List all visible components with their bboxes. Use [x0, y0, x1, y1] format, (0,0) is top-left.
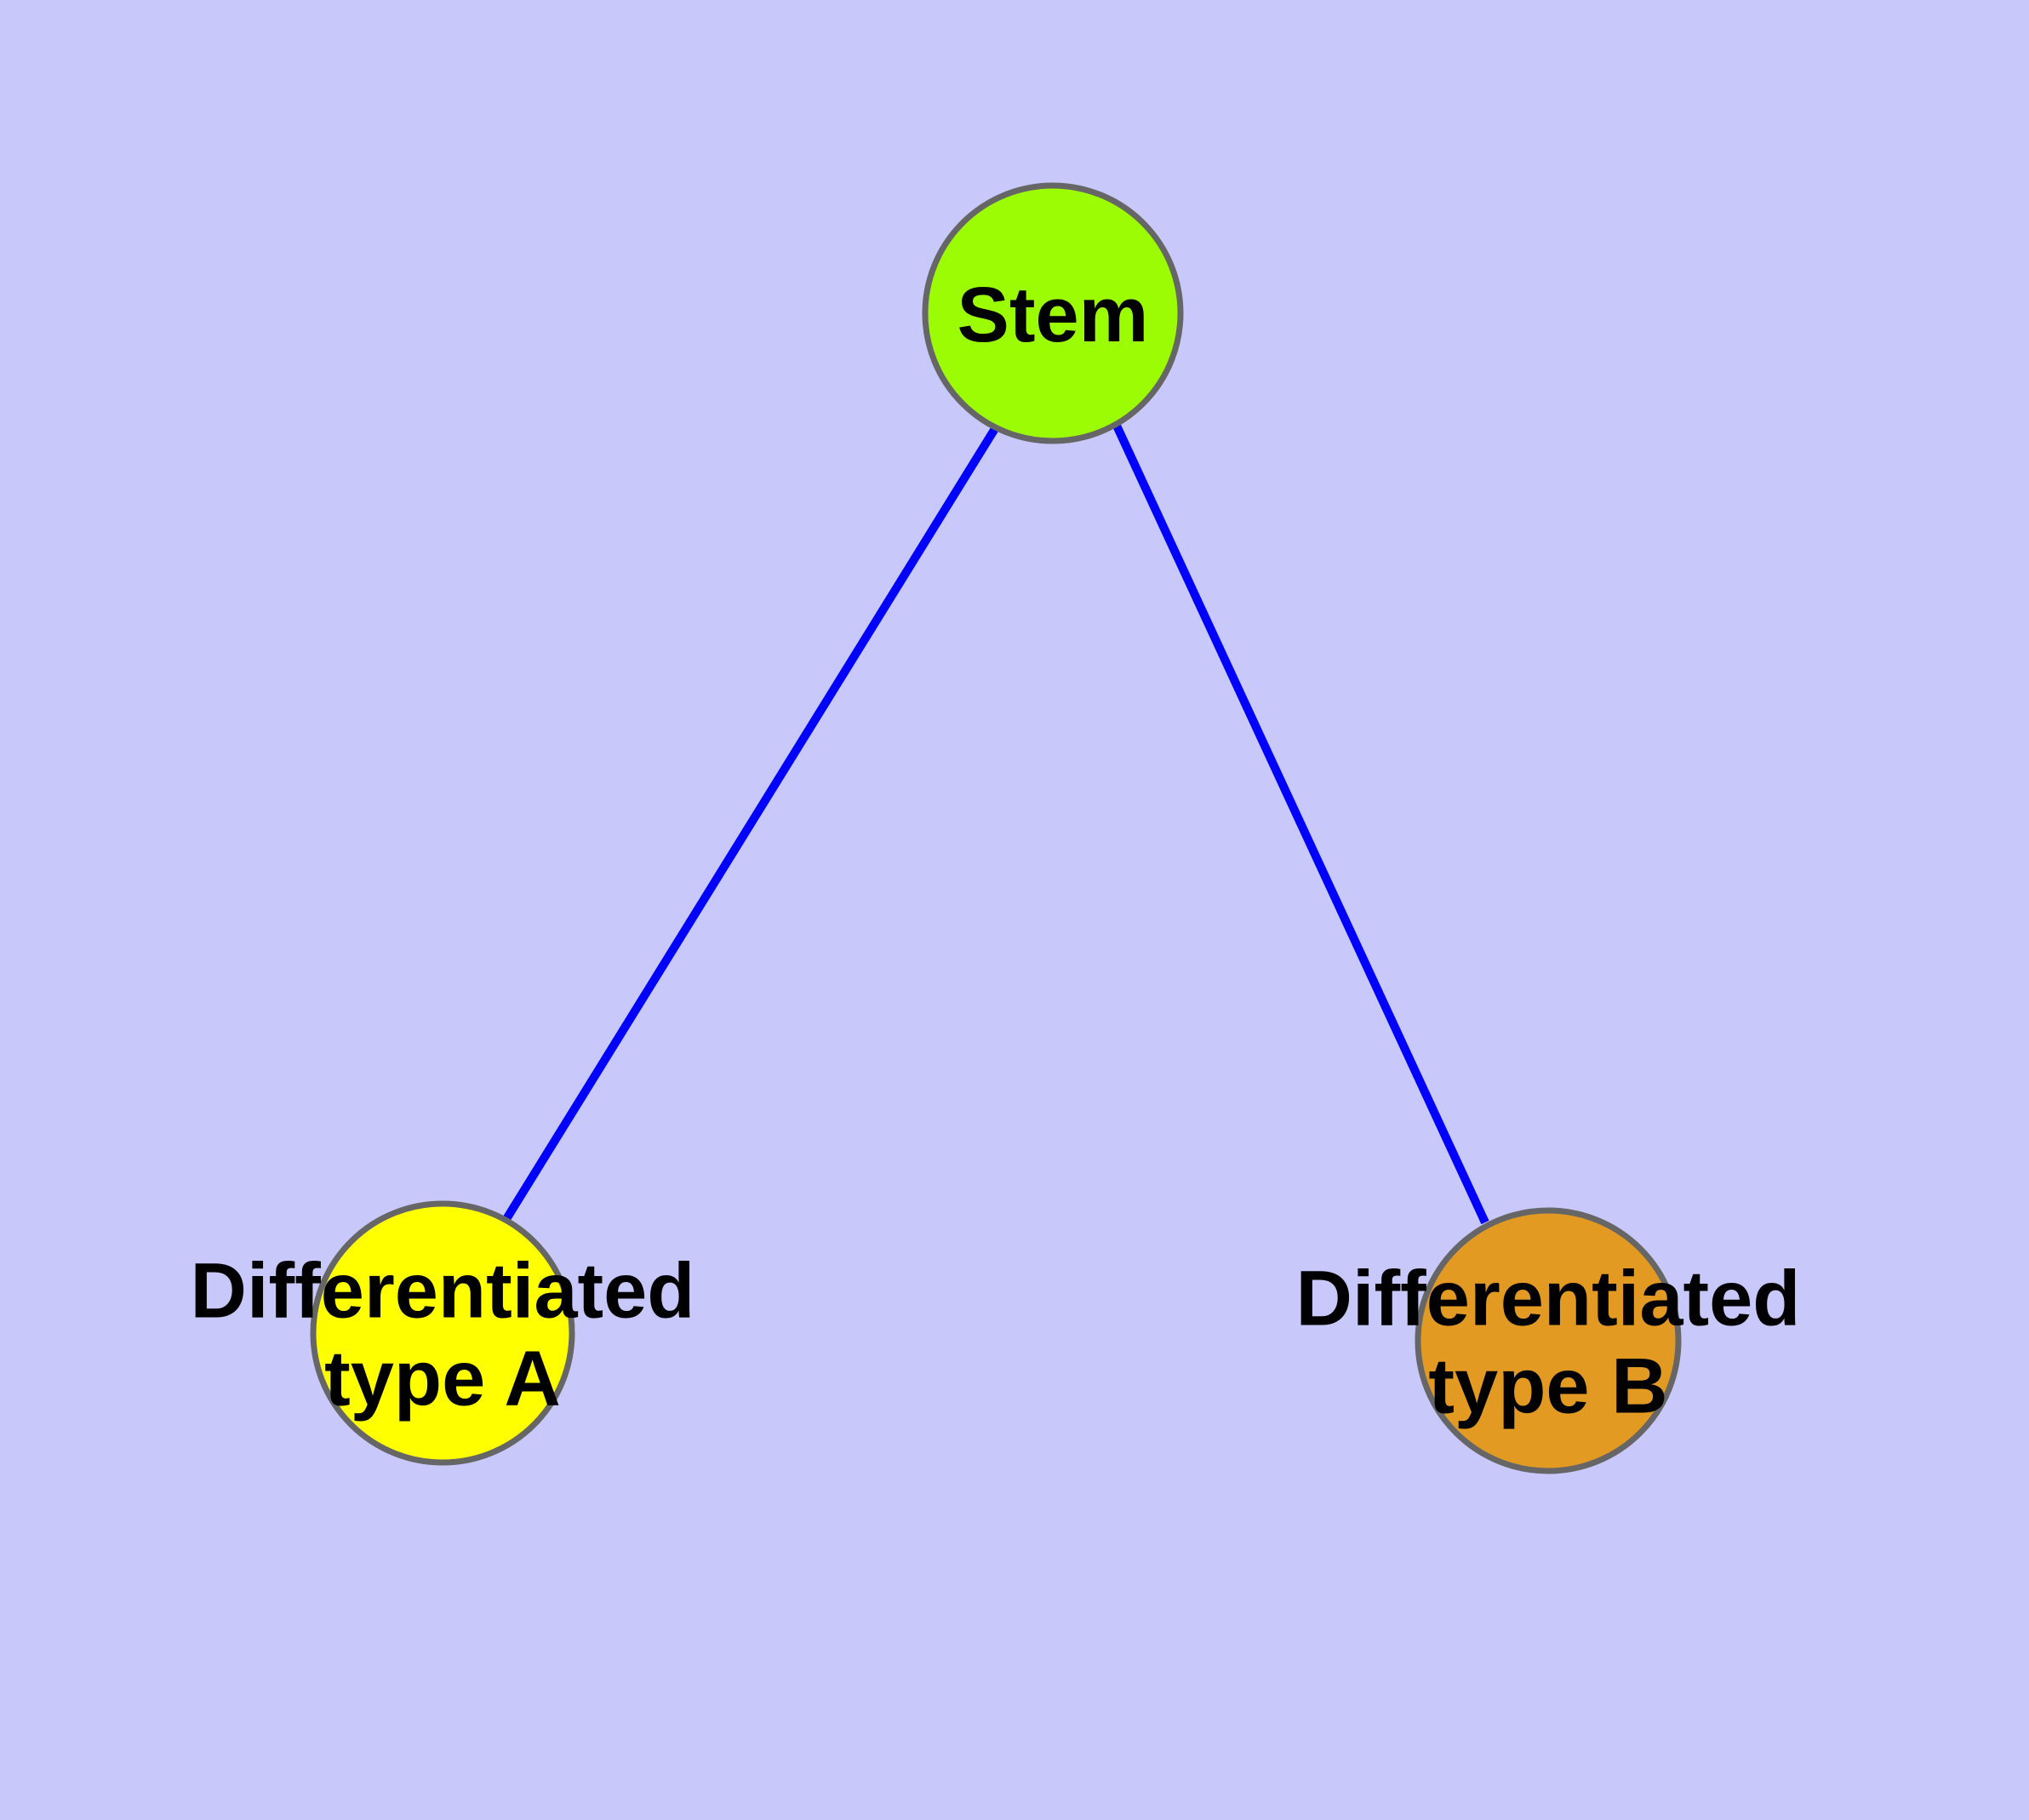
graph-node-diff_b[interactable]: [1415, 1207, 1682, 1474]
edges-layer: [502, 423, 1489, 1225]
graph-node-label-line: Differentiated: [1296, 1256, 1801, 1342]
graph-node-stem[interactable]: [922, 182, 1184, 444]
graph-node-label-line: type B: [1428, 1343, 1667, 1430]
graph-edge-stem-to-diff_a[interactable]: [502, 425, 1000, 1222]
graph-node-label-line: Stem: [957, 272, 1149, 358]
graph-node-diff_a[interactable]: [310, 1200, 575, 1466]
graph-node-label-stem: Stem: [957, 272, 1149, 358]
graph-node-label-line: Differentiated: [191, 1248, 695, 1335]
graph-edge-stem-to-diff_b[interactable]: [1112, 423, 1489, 1225]
graph-node-label-line: type A: [324, 1336, 561, 1422]
